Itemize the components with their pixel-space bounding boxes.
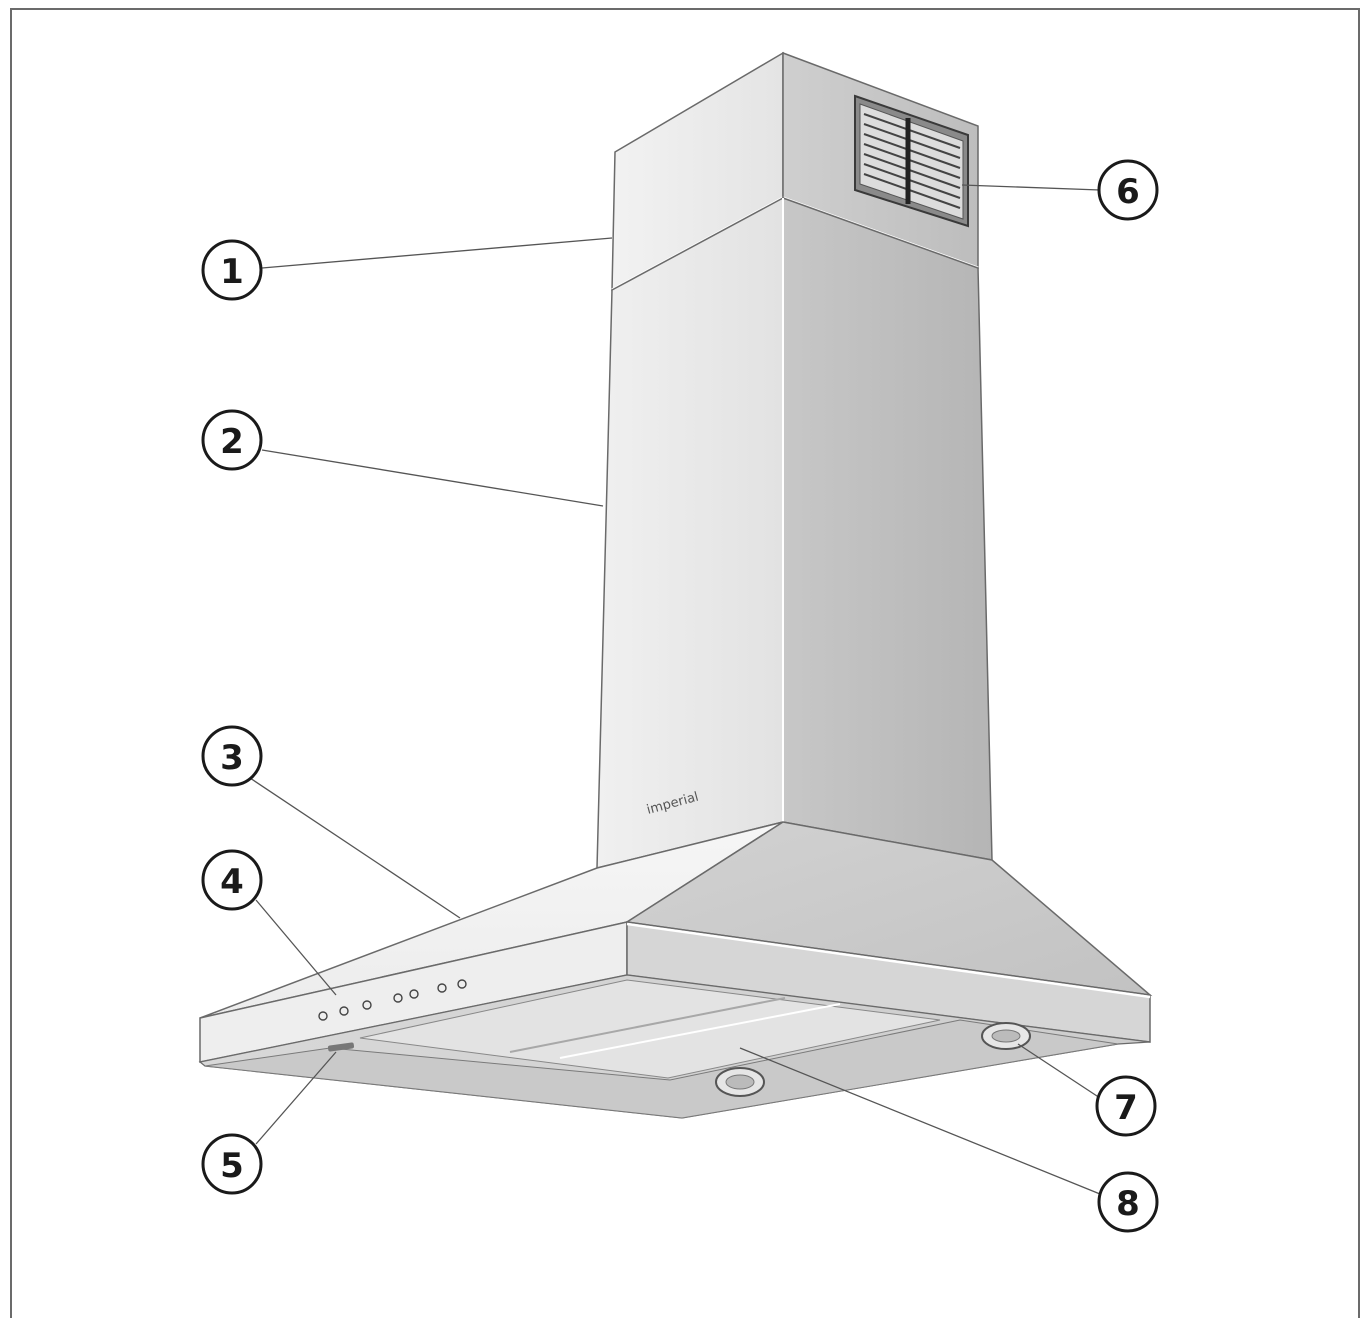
lower-chimney bbox=[596, 196, 993, 869]
callout-3: 3 bbox=[201, 725, 263, 787]
callout-6-label: 6 bbox=[1116, 172, 1140, 212]
callout-1-label: 1 bbox=[220, 252, 244, 292]
halogen-lamps bbox=[715, 1022, 1031, 1097]
control-buttons bbox=[318, 979, 467, 1021]
callout-7-label: 7 bbox=[1114, 1088, 1138, 1128]
callout-1: 1 bbox=[201, 239, 263, 301]
callout-5: 5 bbox=[201, 1133, 263, 1195]
callout-4-label: 4 bbox=[220, 862, 244, 902]
callout-8: 8 bbox=[1097, 1171, 1159, 1233]
light-indicator bbox=[327, 1042, 355, 1052]
callout-5-label: 5 bbox=[220, 1146, 244, 1186]
callout-2: 2 bbox=[201, 409, 263, 471]
callout-7: 7 bbox=[1095, 1075, 1157, 1137]
callout-6: 6 bbox=[1097, 159, 1159, 221]
callout-4: 4 bbox=[201, 849, 263, 911]
diagram-frame bbox=[10, 8, 1360, 1318]
callout-2-label: 2 bbox=[220, 422, 244, 462]
ventilation-grille bbox=[854, 94, 969, 228]
grease-filters bbox=[359, 979, 941, 1079]
leader-lines bbox=[249, 184, 1101, 1195]
callout-8-label: 8 bbox=[1116, 1184, 1140, 1224]
callout-3-label: 3 bbox=[220, 738, 244, 778]
